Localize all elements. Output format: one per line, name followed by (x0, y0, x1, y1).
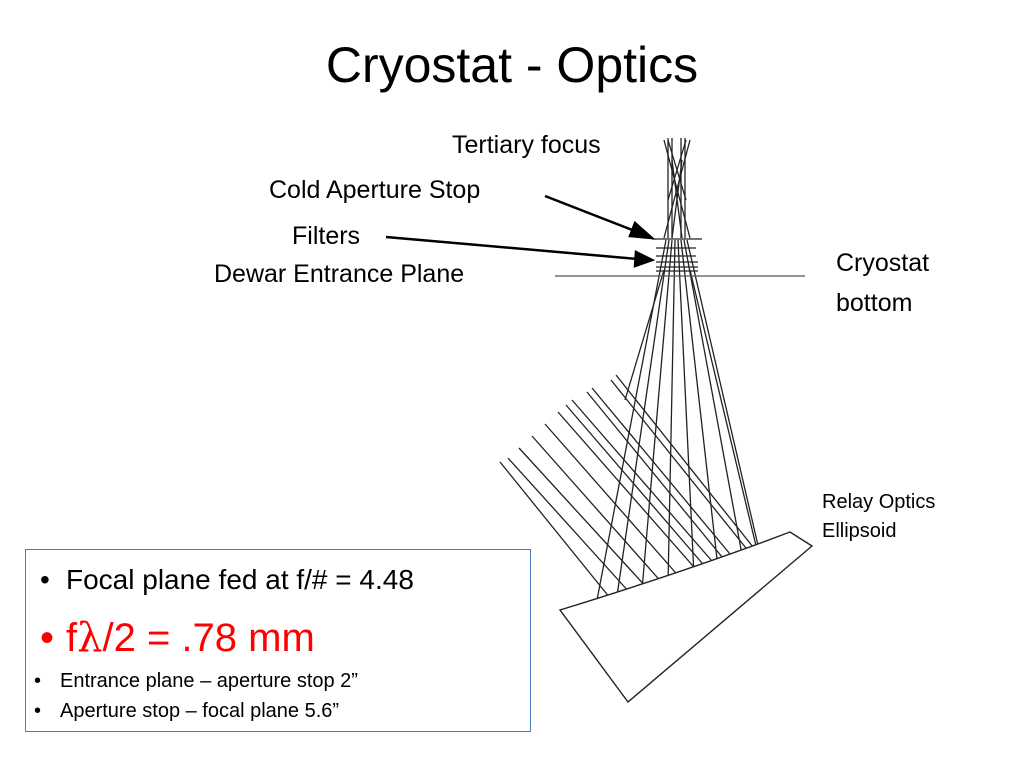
label-arrows (385, 194, 656, 268)
ray (624, 269, 665, 401)
filters-label: Filters (292, 222, 361, 250)
ray (671, 159, 683, 239)
bullet-glyph: • (40, 564, 50, 595)
ray (499, 461, 611, 599)
dewar-entrance-plane-label: Dewar Entrance Plane (214, 260, 465, 288)
bullet-aperture-stop: • Aperture stop – focal plane 5.6” (34, 698, 339, 724)
ray (591, 387, 736, 561)
ray (615, 374, 758, 553)
relay-optics-label-line1: Relay Optics (822, 491, 936, 513)
cold-stop-arrow-line (544, 194, 641, 235)
ray (680, 239, 719, 569)
ray (641, 239, 673, 591)
bullet-aperture-stop-text: Aperture stop – focal plane 5.6” (60, 700, 340, 722)
ray (571, 399, 719, 569)
ray (544, 423, 683, 581)
filters-arrowhead (633, 250, 656, 268)
ray (557, 411, 701, 575)
ray-bundle (499, 138, 761, 601)
f-lambda-prefix: f (66, 616, 78, 660)
relay-mirror (558, 531, 814, 704)
ray (667, 239, 676, 585)
ray (610, 379, 751, 554)
bullet-box: •Focal plane fed at f/# = 4.48 •fλ/2 = .… (25, 549, 531, 732)
cryostat-bottom-label-line1: Cryostat (836, 249, 930, 277)
bullet-entrance-plane-text: Entrance plane – aperture stop 2” (60, 670, 358, 692)
ray (686, 239, 761, 555)
relay-optics-label-line2: Ellipsoid (822, 520, 897, 542)
ray (586, 391, 728, 564)
ray (507, 457, 631, 594)
ray (667, 139, 687, 201)
ray (518, 447, 649, 590)
ray (596, 239, 667, 601)
bullet-f-lambda: •fλ/2 = .78 mm (40, 614, 315, 662)
bullet-glyph: • (34, 670, 42, 692)
ray (683, 239, 744, 561)
bullet-focal-plane-text: Focal plane fed at f/# = 4.48 (66, 564, 414, 595)
lambda-symbol: λ (77, 615, 103, 661)
bullet-glyph: • (40, 616, 55, 660)
cold-stop-arrowhead (628, 220, 656, 240)
filter-stack (652, 238, 702, 272)
filters-arrow-line (385, 235, 639, 261)
bullet-focal-plane: • Focal plane fed at f/# = 4.48 (40, 562, 414, 598)
slide-title: Cryostat - Optics (325, 37, 699, 93)
f-lambda-suffix: /2 = .78 mm (102, 616, 315, 660)
ray (565, 404, 709, 571)
ray (616, 239, 670, 597)
bullet-entrance-plane: • Entrance plane – aperture stop 2” (34, 668, 358, 694)
ray (689, 269, 758, 551)
cryostat-bottom-label-line2: bottom (836, 289, 913, 317)
ray (663, 139, 691, 239)
tertiary-focus-label: Tertiary focus (452, 131, 601, 159)
ray (531, 435, 665, 586)
bullet-glyph: • (34, 700, 42, 722)
cold-aperture-stop-label: Cold Aperture Stop (269, 176, 481, 204)
